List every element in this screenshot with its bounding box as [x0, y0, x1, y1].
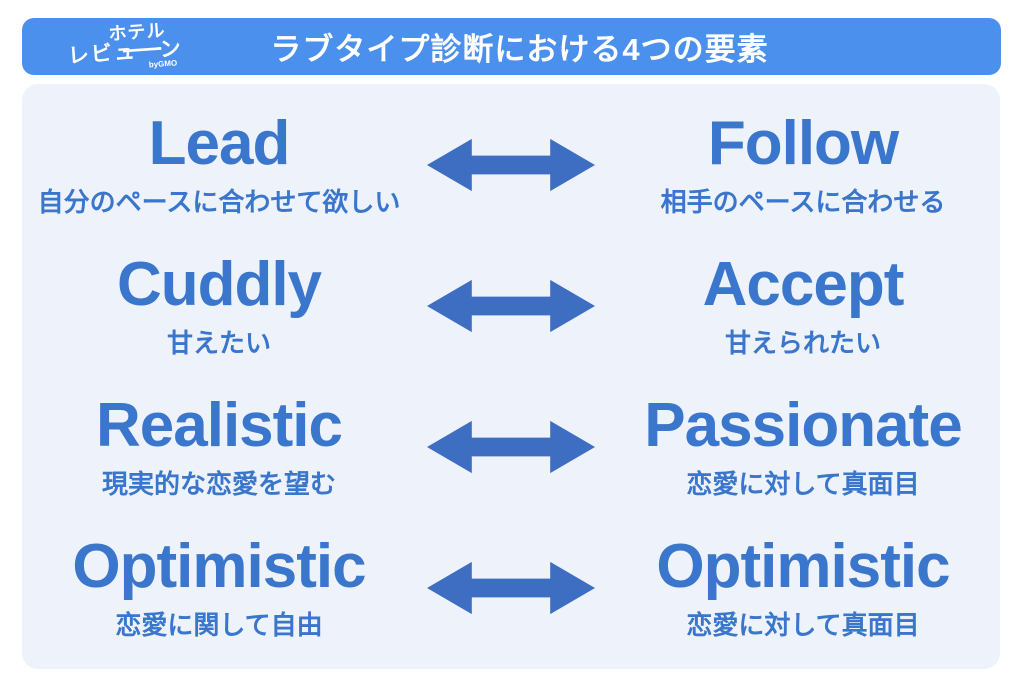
factor-row-realistic-passionate: Realistic 現実的な恋愛を望む Passionate 恋愛に対して真面目	[22, 377, 1000, 518]
factor-description: 恋愛に対して真面目	[686, 469, 920, 500]
double-arrow-icon	[416, 558, 606, 618]
factor-description: 甘えられたい	[724, 327, 881, 358]
header-bar: ホテル レビューン byGMO ラブタイプ診断における4つの要素	[22, 18, 1001, 75]
factor-left: Optimistic 恋愛に関して自由	[22, 534, 416, 642]
brand-logo-text-line2-dash: ー	[117, 37, 170, 65]
factor-description: 恋愛に関して自由	[115, 610, 323, 641]
factor-left: Realistic 現実的な恋愛を望む	[22, 393, 416, 501]
double-arrow-icon	[416, 417, 606, 477]
double-arrow-icon	[416, 276, 606, 336]
factor-description: 甘えたい	[166, 327, 271, 358]
factor-row-lead-follow: Lead 自分のペースに合わせて欲しい Follow 相手のペースに合わせる	[22, 94, 1000, 235]
factor-term: Cuddly	[116, 249, 322, 319]
factor-term: Lead	[148, 108, 291, 178]
factor-term: Accept	[702, 249, 905, 319]
factor-left: Lead 自分のペースに合わせて欲しい	[22, 108, 416, 219]
factor-term: Optimistic	[656, 532, 950, 602]
factor-right: Accept 甘えられたい	[606, 252, 1000, 360]
factor-right: Passionate 恋愛に対して真面目	[606, 393, 1000, 501]
content-panel: Lead 自分のペースに合わせて欲しい Follow 相手のペースに合わせる C…	[22, 84, 1000, 669]
double-arrow-icon	[416, 135, 606, 195]
factor-term: Follow	[707, 108, 899, 178]
factor-right: Optimistic 恋愛に対して真面目	[606, 534, 1000, 642]
factor-row-cuddly-accept: Cuddly 甘えたい Accept 甘えられたい	[22, 235, 1000, 376]
factor-left: Cuddly 甘えたい	[22, 252, 416, 360]
factor-description: 相手のペースに合わせる	[660, 186, 946, 217]
page-title: ラブタイプ診断における4つの要素	[270, 32, 769, 67]
factor-right: Follow 相手のペースに合わせる	[606, 108, 1000, 219]
factor-description: 自分のペースに合わせて欲しい	[37, 186, 401, 217]
factor-term: Passionate	[644, 391, 962, 461]
factor-term: Optimistic	[72, 532, 366, 602]
factor-description: 現実的な恋愛を望む	[101, 469, 336, 500]
factor-row-optimistic-optimistic: Optimistic 恋愛に関して自由 Optimistic 恋愛に対して真面目	[22, 518, 1000, 659]
brand-logo: ホテル レビューン byGMO	[59, 20, 192, 76]
factor-description: 恋愛に対して真面目	[686, 610, 920, 641]
factor-term: Realistic	[95, 391, 343, 461]
